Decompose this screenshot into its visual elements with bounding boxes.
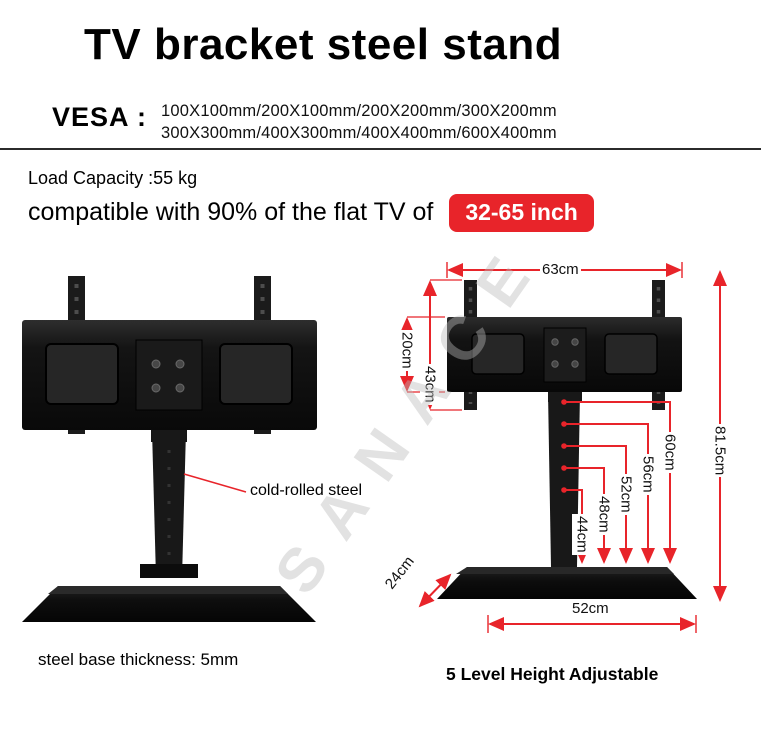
vesa-sizes-line2: 300X300mm/400X300mm/400X400mm/600X400mm [161,124,557,142]
dim-height-level4-label: 56cm [638,454,657,495]
dim-base-width-label: 52cm [570,600,611,619]
dim-height-level1-label: 44cm [572,514,591,555]
product-photo-front: cold-rolled steel [8,268,365,653]
dim-panel-height-label: 20cm [397,330,416,371]
dim-height-level5-label: 60cm [660,432,679,473]
compatibility-row: compatible with 90% of the flat TV of 32… [28,194,594,232]
cold-rolled-steel-label: cold-rolled steel [248,482,365,500]
base-thickness-label: steel base thickness: 5mm [38,650,239,669]
vesa-sizes: 100X100mm/200X100mm/200X200mm/300X200mm … [161,96,557,144]
load-capacity-text: Load Capacity :55 kg [28,168,198,188]
page-title: TV bracket steel stand [84,20,563,69]
vesa-section: VESA : 100X100mm/200X100mm/200X200mm/300… [52,96,557,144]
product-diagram-dimensions: 63cm 81.5cm 20cm 43cm 60cm 56cm 52cm 48c… [352,242,752,672]
vesa-sizes-line1: 100X100mm/200X100mm/200X200mm/300X200mm [161,102,557,120]
dim-height-level2-label: 48cm [594,494,613,535]
height-adjustable-label: 5 Level Height Adjustable [446,664,659,684]
tv-stand-dimension-drawing [400,262,727,633]
divider-line [0,148,761,150]
dim-height-level3-label: 52cm [616,474,635,515]
dim-total-height-label: 81.5cm [710,424,729,478]
size-range-badge: 32-65 inch [449,194,594,232]
tv-stand-front-drawing [22,276,317,622]
dim-top-width-label: 63cm [540,261,581,280]
compatibility-text: compatible with 90% of the flat TV of [28,198,434,227]
dim-mount-height-label: 43cm [420,364,439,405]
vesa-label: VESA : [52,102,148,132]
